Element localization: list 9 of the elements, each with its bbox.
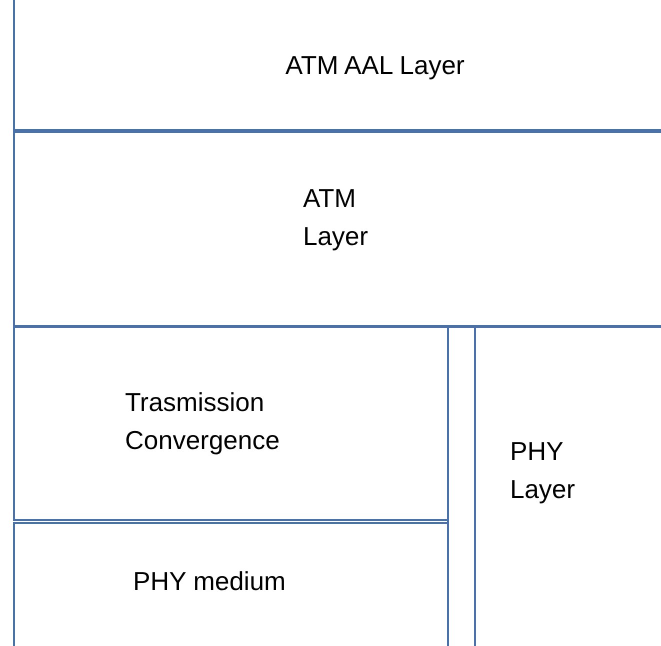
layer-box (13, 0, 661, 131)
layer-label: PHY medium (133, 565, 287, 598)
layer-label: PHY Layer (510, 435, 576, 506)
layer-label: ATM Layer (303, 182, 370, 253)
layer-label: Trasmission Convergence (125, 386, 281, 457)
layer-box (13, 131, 661, 327)
layer-label: ATM AAL Layer (284, 49, 466, 82)
layer-box (13, 326, 449, 521)
layer-box (13, 522, 449, 646)
